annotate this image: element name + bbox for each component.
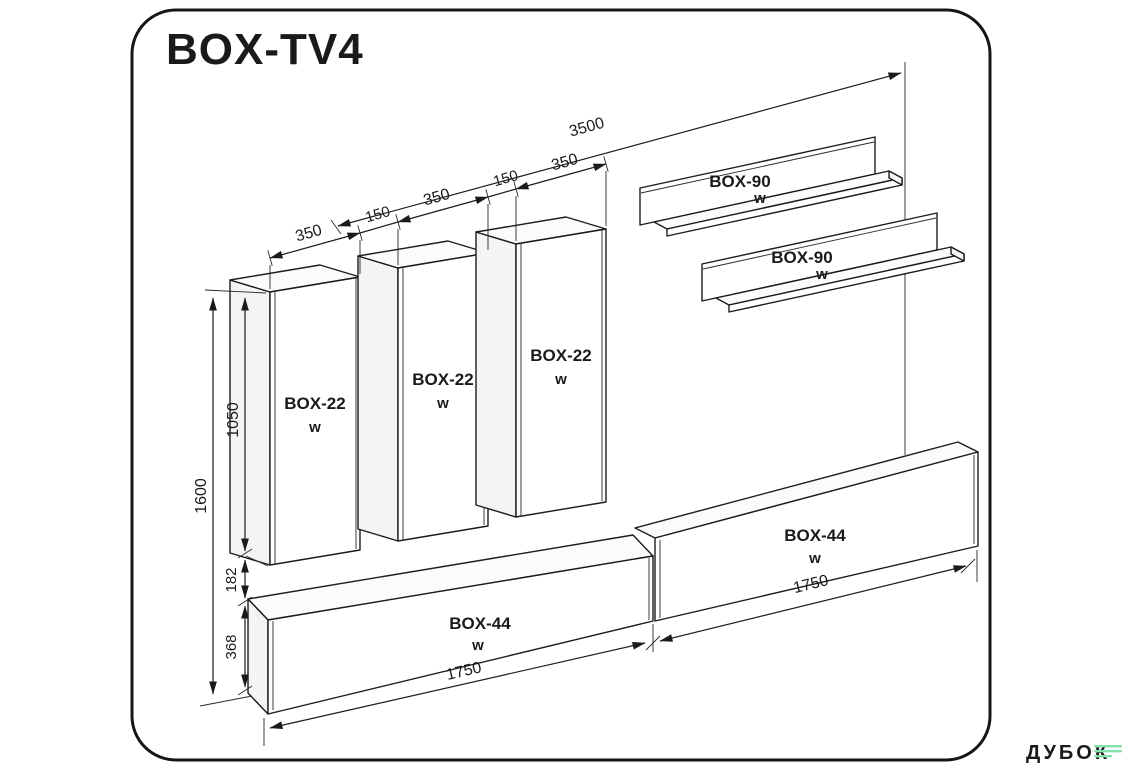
tall-cabinet-1-finish: w — [308, 419, 321, 436]
brand-watermark: ДУБОК — [1026, 742, 1122, 764]
tall-cabinet-3-finish: w — [554, 371, 567, 388]
wall-shelf-2: BOX-90 w — [701, 212, 965, 313]
tall-cabinet-3: BOX-22 w — [475, 216, 607, 518]
page-title: BOX-TV4 — [166, 25, 364, 74]
wall-shelf-2-label: BOX-90 — [771, 248, 832, 267]
tv-stand-front-label: BOX-44 — [449, 614, 511, 633]
wall-shelf-1-label: BOX-90 — [709, 172, 770, 191]
dim-gap-height: 182 — [223, 559, 253, 607]
tall-cabinet-1-label: BOX-22 — [284, 394, 345, 413]
dim-cabinet-height: 1050 — [225, 297, 269, 567]
dim-stand-height: 368 — [223, 605, 253, 696]
dim-width-chain: 350 150 350 150 350 — [267, 151, 609, 289]
tall-cabinet-1: BOX-22 w — [229, 264, 361, 566]
tall-cabinet-2: BOX-22 w — [357, 240, 489, 542]
tall-cabinet-3-label: BOX-22 — [530, 346, 591, 365]
tall-cabinet-2-finish: w — [436, 395, 449, 412]
dim-chain-4: 150 — [491, 167, 520, 190]
dim-chain-1: 350 — [294, 222, 324, 246]
dim-chain-3: 350 — [422, 186, 452, 210]
dim-chain-5: 350 — [550, 151, 580, 175]
dim-gap-height-value: 182 — [223, 567, 240, 592]
dim-cabinet-height-value: 1050 — [225, 402, 242, 438]
tall-cabinet-2-label: BOX-22 — [412, 370, 473, 389]
brand-name: ДУБОК — [1026, 742, 1110, 764]
dim-total-height-value: 1600 — [193, 478, 210, 514]
dim-stand-height-value: 368 — [223, 634, 240, 659]
tv-stand-right-finish: w — [808, 550, 821, 567]
wall-shelf-1-finish: w — [753, 190, 766, 207]
tv-stand-right-label: BOX-44 — [784, 526, 846, 545]
dim-chain-2: 150 — [363, 203, 392, 226]
wall-shelf-2-finish: w — [815, 266, 828, 283]
brand-tagline-marks — [1094, 745, 1122, 758]
dim-total-height: 1600 — [193, 289, 267, 707]
tv-stand-front-finish: w — [471, 637, 484, 654]
